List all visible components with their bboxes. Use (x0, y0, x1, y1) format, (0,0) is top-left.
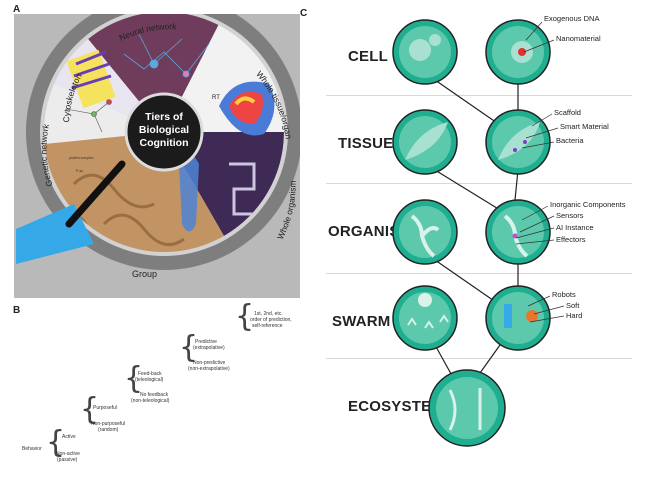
p-ss-label: P-ss (76, 169, 83, 173)
nanomaterial-label: Nanomaterial (556, 34, 601, 43)
feedback-label-2: (teleological) (135, 377, 164, 383)
tier-cell: CELL (348, 48, 388, 65)
effectors-label: Effectors (556, 235, 586, 244)
cell-circle-left (392, 19, 458, 85)
organism-circle-right (485, 199, 551, 265)
purposeful-label: Purposeful (93, 405, 117, 411)
neuron-decoration (123, 33, 210, 78)
hard-label: Hard (566, 311, 583, 320)
brace-feedback: { (179, 330, 199, 365)
separator-2 (326, 183, 632, 184)
genetic-network-decoration (65, 99, 112, 133)
order-label-3: self-reference (252, 323, 283, 329)
sensors-label: Sensors (556, 211, 584, 220)
inorganic-components-label: Inorganic Components (550, 200, 626, 209)
swarm-circle-right (485, 285, 551, 351)
no-feedback-label-1: No feedback (140, 392, 169, 398)
tier-tissue: TISSUE (338, 135, 394, 152)
group-label: Group (132, 269, 157, 279)
non-predictive-label-1: Non-predictive (193, 360, 226, 366)
center-title-line-1: Tiers of (145, 111, 183, 123)
magnifier-lens (124, 92, 204, 172)
tissue-circle-left (392, 109, 458, 175)
non-active-label-1: Non-active (56, 451, 80, 457)
tier-organism: ORGANISM (328, 223, 413, 240)
smart-material-label: Smart Material (560, 122, 609, 131)
separator-1 (326, 95, 632, 96)
tissue-circle-right (485, 109, 551, 175)
brace-behavior: { (46, 425, 66, 460)
tier-circles (392, 19, 565, 447)
order-label-2: order of prediction, (250, 317, 292, 323)
tier-ecosystem: ECOSYSTEM (348, 398, 444, 415)
rt-label: RT (212, 95, 220, 101)
brace-active: { (80, 392, 100, 427)
robots-label: Robots (552, 290, 576, 299)
cytoskeleton-decoration (66, 49, 116, 109)
organism-decoration (179, 154, 259, 232)
no-feedback-label-2: (non-teleological) (131, 398, 170, 404)
ecosystem-circle (428, 369, 506, 447)
predictive-label-2: (extrapolative) (193, 345, 225, 351)
behavior-label: Behavior (22, 446, 42, 452)
neural-network-sector (84, 12, 219, 132)
swarm-circle-left (392, 285, 458, 351)
brace-purposeful: { (124, 361, 144, 396)
center-title-line-3: Cognition (140, 137, 189, 149)
panel-b-hierarchy: Behavior { Active Non-active (passive) {… (14, 300, 304, 470)
panel-a-label: A (13, 4, 21, 15)
feedback-label-1: Feed-back (138, 371, 162, 377)
exogenous-dna-label: Exogenous DNA (544, 14, 600, 23)
magnifier-handle (65, 160, 126, 228)
scaffold-label: Scaffold (554, 108, 581, 117)
order-label-1: 1st, 2nd, etc. (254, 311, 283, 317)
ai-instance-label: AI Instance (556, 223, 594, 232)
panel-a-figure: Tiers of Biological Cognition RT protein… (14, 0, 302, 298)
annotation-leaders (515, 21, 565, 323)
non-purposeful-label-1: Non-purposeful (91, 421, 126, 427)
panel-c-diagram: CELL TISSUE ORGANISM SWARM ECOSYSTEM (300, 10, 646, 470)
panel-c-label: C (300, 8, 308, 19)
predictive-label-1: Predictive (195, 339, 217, 345)
panel-b-label: B (13, 305, 21, 316)
soft-label: Soft (566, 301, 580, 310)
protein-complex-label: protein complex (69, 156, 94, 160)
separator-3 (326, 273, 632, 274)
tier-swarm: SWARM (332, 313, 391, 330)
active-label: Active (62, 434, 76, 440)
non-purposeful-label-2: (random) (98, 427, 119, 433)
non-predictive-label-2: (non-extrapolative) (188, 366, 230, 372)
cell-circle-right (485, 19, 551, 85)
separator-4 (326, 358, 632, 359)
tiers-wheel: Tiers of Biological Cognition RT protein… (16, 0, 302, 279)
center-title-line-2: Biological (139, 124, 189, 136)
non-active-label-2: (passive) (57, 457, 78, 463)
organism-circle-left (392, 199, 458, 265)
bacteria-label: Bacteria (556, 136, 584, 145)
brace-predictive: { (235, 299, 255, 334)
organ-decoration (219, 81, 275, 136)
